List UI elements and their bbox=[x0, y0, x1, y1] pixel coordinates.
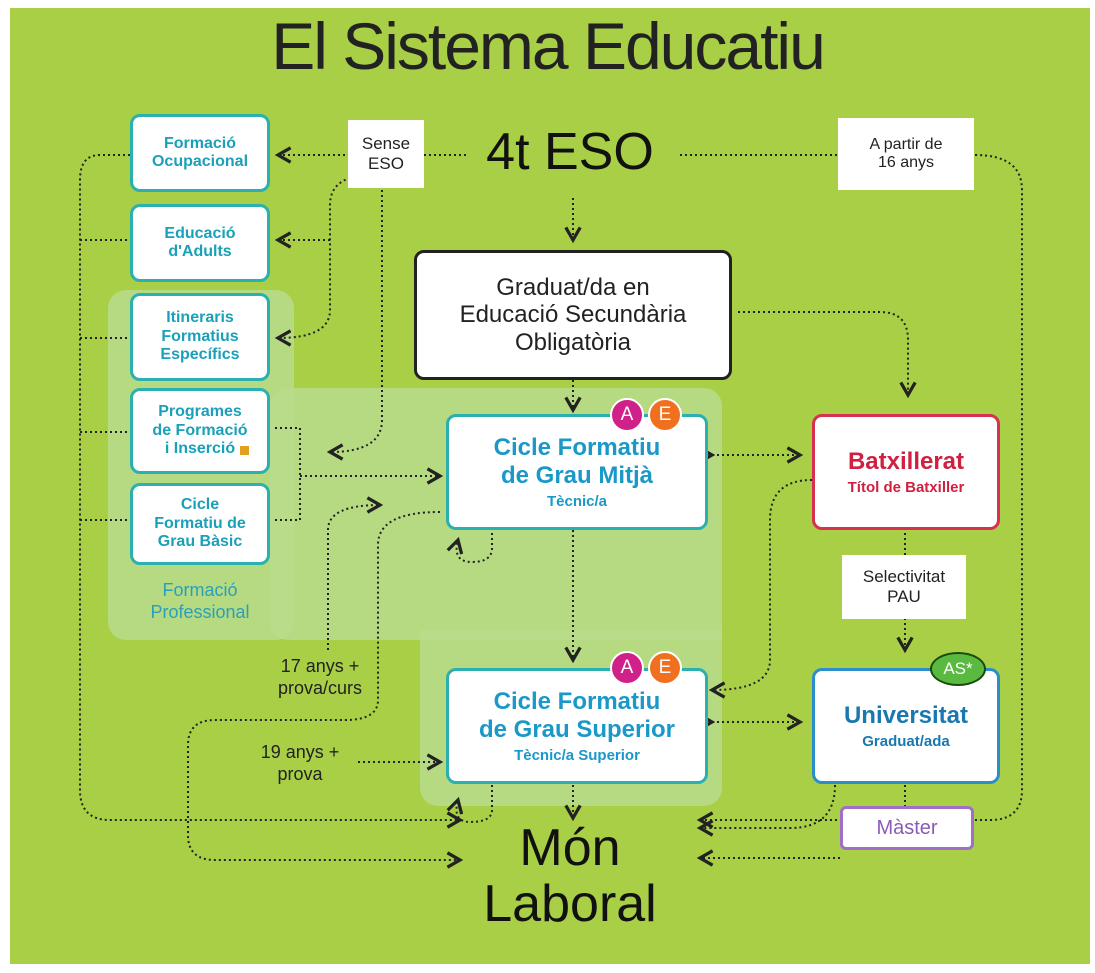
label-formacio-professional: Formació Professional bbox=[150, 580, 250, 622]
label-17-anys: 17 anys + prova/curs bbox=[277, 656, 363, 698]
badge-a-cfgs: A bbox=[610, 651, 644, 685]
box-programes: Programes de Formació i Inserció bbox=[130, 388, 270, 474]
box-batxillerat: Batxillerat Títol de Batxiller bbox=[812, 414, 1000, 530]
square-marker-icon bbox=[240, 446, 249, 455]
badge-e-cfgm: E bbox=[648, 398, 682, 432]
note-sense-eso: Sense ESO bbox=[348, 120, 424, 188]
note-selectivitat: Selectivitat PAU bbox=[842, 555, 966, 619]
node-mon-laboral-line1: Món bbox=[519, 819, 621, 877]
box-cfgs: Cicle Formatiu de Grau Superior Tècnic/a… bbox=[446, 668, 708, 784]
node-mon-laboral-line2: Laboral bbox=[483, 875, 657, 933]
box-educacio-adults: Educació d'Adults bbox=[130, 204, 270, 282]
box-formacio-ocupacional: Formació Ocupacional bbox=[130, 114, 270, 192]
badge-e-cfgs: E bbox=[648, 651, 682, 685]
label-19-anys: 19 anys + prova bbox=[260, 742, 340, 784]
note-a-partir-16: A partir de 16 anys bbox=[838, 118, 974, 190]
programes-label: Programes de Formació i Inserció bbox=[152, 403, 248, 458]
page-title: El Sistema Educatiu bbox=[271, 9, 826, 83]
badge-a-cfgm: A bbox=[610, 398, 644, 432]
box-grau-basic: Cicle Formatiu de Grau Bàsic bbox=[130, 483, 270, 565]
box-graduat-eso: Graduat/da en Educació Secundària Obliga… bbox=[414, 250, 732, 380]
box-cfgm: Cicle Formatiu de Grau Mitjà Tècnic/a bbox=[446, 414, 708, 530]
box-itineraris: Itineraris Formatius Específics bbox=[130, 293, 270, 381]
box-universitat: Universitat Graduat/ada bbox=[812, 668, 1000, 784]
node-4t-eso: 4t ESO bbox=[486, 123, 654, 181]
badge-as: AS* bbox=[930, 652, 986, 686]
box-master: Màster bbox=[840, 806, 974, 850]
